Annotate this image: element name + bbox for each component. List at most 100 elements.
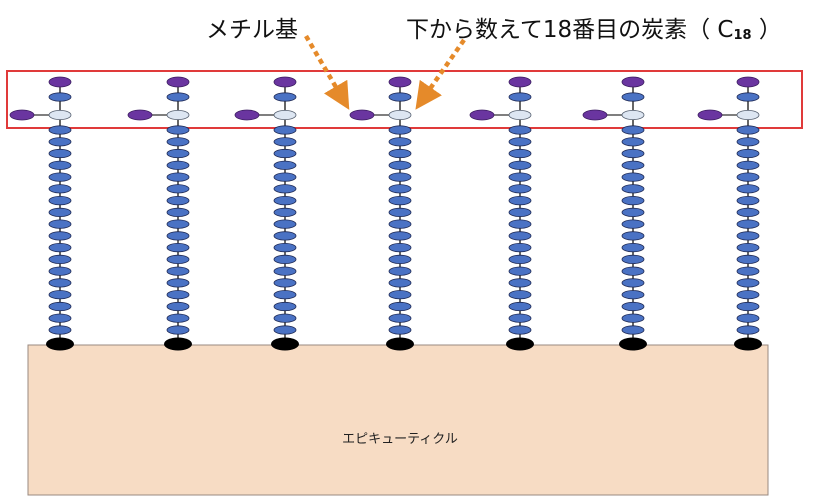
chain-4-carbon-14 [388, 278, 412, 288]
chain-5-carbon-18 [508, 325, 532, 335]
chain-3-carbon-18 [273, 325, 297, 335]
chain-4-carbon-top [388, 92, 412, 102]
chain-3-methyl-branch [234, 109, 260, 121]
chain-3-carbon-9 [273, 219, 297, 229]
chain-2-carbon-17 [166, 313, 190, 323]
chain-4-terminal-methyl [388, 76, 412, 88]
epicuticle-label: エピキューティクル [342, 432, 458, 447]
chain-4-methyl-branch [349, 109, 375, 121]
chain-2-carbon-4 [166, 160, 190, 170]
chain-6-carbon-15 [621, 290, 645, 300]
chain-2-branch-carbon [166, 110, 190, 121]
chain-2-methyl-branch [127, 109, 153, 121]
chain-3-carbon-13 [273, 266, 297, 276]
chain-4-anchor [386, 337, 414, 351]
epicuticle-layer [27, 344, 769, 496]
chain-3-carbon-8 [273, 207, 297, 217]
chain-4-carbon-11 [388, 243, 412, 253]
chain-1-carbon-2 [48, 137, 72, 147]
chain-1-anchor [46, 337, 74, 351]
chain-6-carbon-16 [621, 301, 645, 312]
chain-1-carbon-14 [48, 278, 72, 288]
chain-6-carbon-14 [621, 278, 645, 288]
chain-3-carbon-7 [273, 196, 297, 206]
chain-1-carbon-top [48, 92, 72, 102]
carbon18-label-prefix: 下から数えて18番目の炭素（ C [406, 17, 734, 43]
methyl-arrow [304, 34, 350, 110]
chain-1-terminal-methyl [48, 76, 72, 88]
chain-6-carbon-11 [621, 243, 645, 253]
chain-5-carbon-5 [508, 172, 532, 182]
chain-1-carbon-7 [48, 196, 72, 206]
chain-5-carbon-16 [508, 301, 532, 312]
chain-2-terminal-methyl [166, 76, 190, 88]
chain-1-carbon-18 [48, 325, 72, 335]
chain-6-carbon-10 [621, 231, 645, 241]
chain-3-carbon-2 [273, 137, 297, 147]
chain-1-carbon-3 [48, 148, 72, 159]
chain-4-carbon-17 [388, 313, 412, 323]
chain-7-carbon-5 [736, 172, 760, 182]
chain-1-carbon-16 [48, 301, 72, 312]
chain-5-carbon-3 [508, 148, 532, 159]
chain-3-carbon-5 [273, 172, 297, 182]
chain-4-carbon-8 [388, 207, 412, 217]
chain-6-carbon-7 [621, 196, 645, 206]
chain-7-carbon-8 [736, 207, 760, 217]
chain-5-carbon-7 [508, 196, 532, 206]
chain-2-carbon-5 [166, 172, 190, 182]
chain-7-carbon-9 [736, 219, 760, 229]
chain-5-carbon-top [508, 92, 532, 102]
carbon18-arrow [415, 38, 466, 110]
chain-5-carbon-13 [508, 266, 532, 276]
chain-4-carbon-5 [388, 172, 412, 182]
chain-4-carbon-18 [388, 325, 412, 335]
chain-7-carbon-4 [736, 160, 760, 170]
chain-2-carbon-12 [166, 254, 190, 264]
chain-2-carbon-2 [166, 137, 190, 147]
chain-7-carbon-top [736, 92, 760, 102]
chain-4-carbon-7 [388, 196, 412, 206]
chain-1-carbon-1 [48, 125, 72, 135]
chain-6-carbon-8 [621, 207, 645, 217]
chain-4-carbon-9 [388, 219, 412, 229]
chain-6-carbon-4 [621, 160, 645, 170]
chain-6-terminal-methyl [621, 76, 645, 88]
chain-3-carbon-15 [273, 290, 297, 300]
chain-6-methyl-branch [582, 109, 608, 121]
chain-7-carbon-12 [736, 254, 760, 264]
chain-7-carbon-3 [736, 148, 760, 159]
chain-4-carbon-1 [388, 125, 412, 135]
chain-6-carbon-5 [621, 172, 645, 182]
chain-7-carbon-10 [736, 231, 760, 241]
carbon18-label: 下から数えて18番目の炭素（ C18 ） [406, 10, 782, 44]
chain-6-carbon-1 [621, 125, 645, 135]
chain-2-carbon-13 [166, 266, 190, 276]
chain-7-carbon-13 [736, 266, 760, 276]
chain-4-carbon-16 [388, 301, 412, 312]
chain-4-carbon-15 [388, 290, 412, 300]
chain-7-carbon-17 [736, 313, 760, 323]
chain-3-carbon-12 [273, 254, 297, 264]
chain-2-carbon-7 [166, 196, 190, 206]
chain-5-terminal-methyl [508, 76, 532, 88]
chain-6-carbon-3 [621, 148, 645, 159]
chain-2-carbon-3 [166, 148, 190, 159]
chain-6-carbon-12 [621, 254, 645, 264]
chain-5-carbon-10 [508, 231, 532, 241]
chain-7-carbon-15 [736, 290, 760, 300]
chain-1-carbon-6 [48, 184, 72, 194]
chain-7-carbon-2 [736, 137, 760, 147]
chain-3-carbon-10 [273, 231, 297, 241]
chain-6-carbon-9 [621, 219, 645, 229]
chain-2-carbon-14 [166, 278, 190, 288]
chain-6-anchor [619, 337, 647, 351]
chain-1-carbon-12 [48, 254, 72, 264]
chain-7-carbon-11 [736, 243, 760, 253]
chain-4-carbon-3 [388, 148, 412, 159]
chain-5-carbon-17 [508, 313, 532, 323]
chain-3-branch-carbon [273, 110, 297, 121]
chain-3-terminal-methyl [273, 76, 297, 88]
chain-6-carbon-18 [621, 325, 645, 335]
